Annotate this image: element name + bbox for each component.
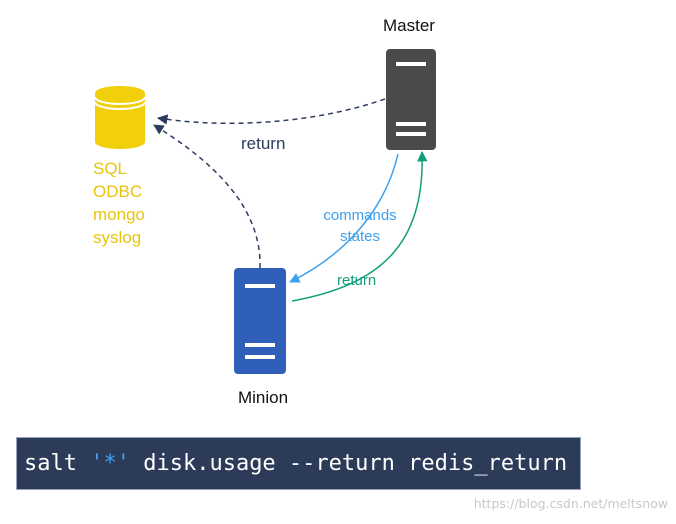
- db-label-sql: SQL: [93, 159, 127, 178]
- command-target: '*': [90, 451, 130, 476]
- master-to-db-arrow: [156, 98, 386, 125]
- commands-arrow: [289, 153, 399, 283]
- minion-to-master-arrow: [291, 150, 428, 302]
- minion-to-db-arrow: [153, 124, 261, 269]
- command-bar: salt '*' disk.usage --return redis_retur…: [16, 437, 581, 490]
- master-to-db-return-label: return: [241, 134, 285, 153]
- command-prefix: salt: [24, 451, 91, 476]
- minion-label: Minion: [238, 388, 288, 407]
- master-server-icon: [386, 49, 436, 150]
- db-label-mongo: mongo: [93, 205, 145, 224]
- db-label-syslog: syslog: [93, 228, 141, 247]
- master-label: Master: [383, 16, 435, 35]
- command-suffix: disk.usage --return redis_return: [129, 451, 568, 476]
- database-icon: [94, 86, 146, 149]
- commands-label: commands: [323, 207, 396, 224]
- states-label: states: [340, 228, 380, 245]
- minion-server-icon: [234, 268, 286, 374]
- minion-to-master-return-label: return: [337, 272, 376, 289]
- db-label-odbc: ODBC: [93, 182, 142, 201]
- commands-labels: commands states: [323, 207, 396, 245]
- database-labels: SQL ODBC mongo syslog: [93, 159, 145, 247]
- watermark: https://blog.csdn.net/meltsnow: [473, 496, 668, 511]
